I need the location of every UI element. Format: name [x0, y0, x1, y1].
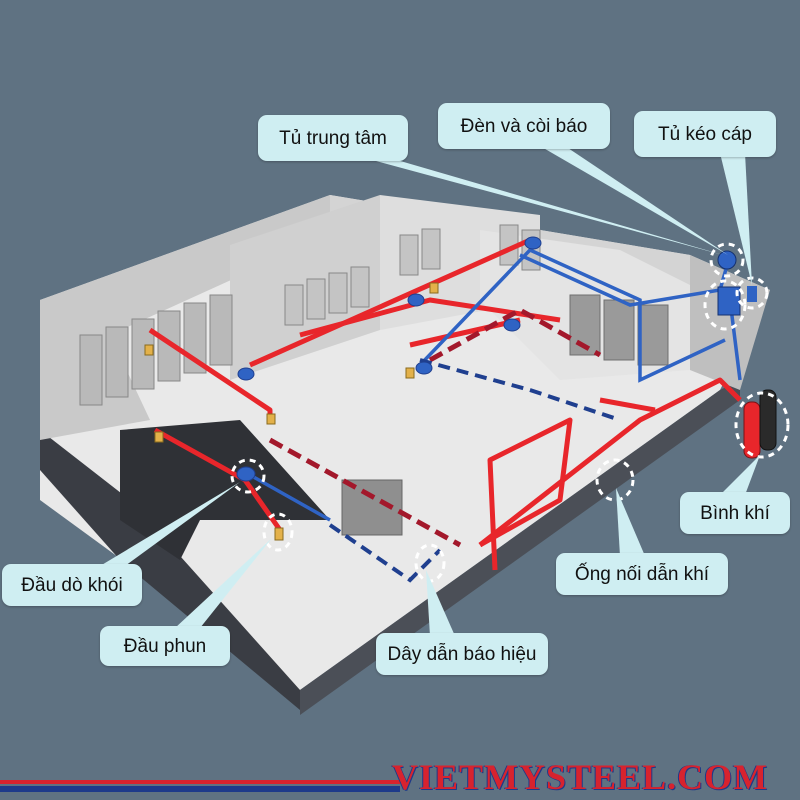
callout-central-cabinet: Tủ trung tâm: [258, 115, 408, 161]
siren-device: [717, 250, 737, 270]
callout-smoke-detector: Đầu dò khói: [2, 564, 142, 606]
smoke-detectors: [236, 236, 542, 482]
brand-stripe-blue: [0, 786, 400, 792]
right-wall: [690, 255, 770, 390]
callout-light-and-siren: Đèn và còi báo: [438, 103, 610, 149]
brand-stripe-red: [0, 780, 400, 784]
gas-pipe-under-floor: [268, 307, 602, 548]
callout-gas-pipe: Ống nối dẫn khí: [556, 553, 728, 595]
slab-edge-front: [300, 380, 740, 715]
callout-signal-wire: Dây dẫn báo hiệu: [376, 633, 548, 675]
highlight-rings: [230, 242, 790, 583]
server-racks-left: [79, 294, 233, 406]
pull-cabinet-device: [747, 286, 757, 302]
gas-pipe-network: [148, 237, 742, 571]
slab-edge-dark: [40, 430, 300, 710]
callout-pointers: [100, 146, 760, 636]
server-racks-right: [569, 294, 669, 366]
gas-cylinders: [743, 389, 777, 459]
floor-cabinet: [341, 479, 403, 536]
spray-nozzles: [144, 282, 439, 541]
callout-pull-cabinet: Tủ kéo cáp: [634, 111, 776, 157]
callout-gas-cylinder: Bình khí: [680, 492, 790, 534]
callout-nozzle: Đầu phun: [100, 626, 230, 666]
brand-wordmark: VIETMYSTEEL.COM: [392, 757, 769, 797]
signal-wire-under-floor: [328, 358, 621, 583]
partition-1: [230, 195, 380, 380]
